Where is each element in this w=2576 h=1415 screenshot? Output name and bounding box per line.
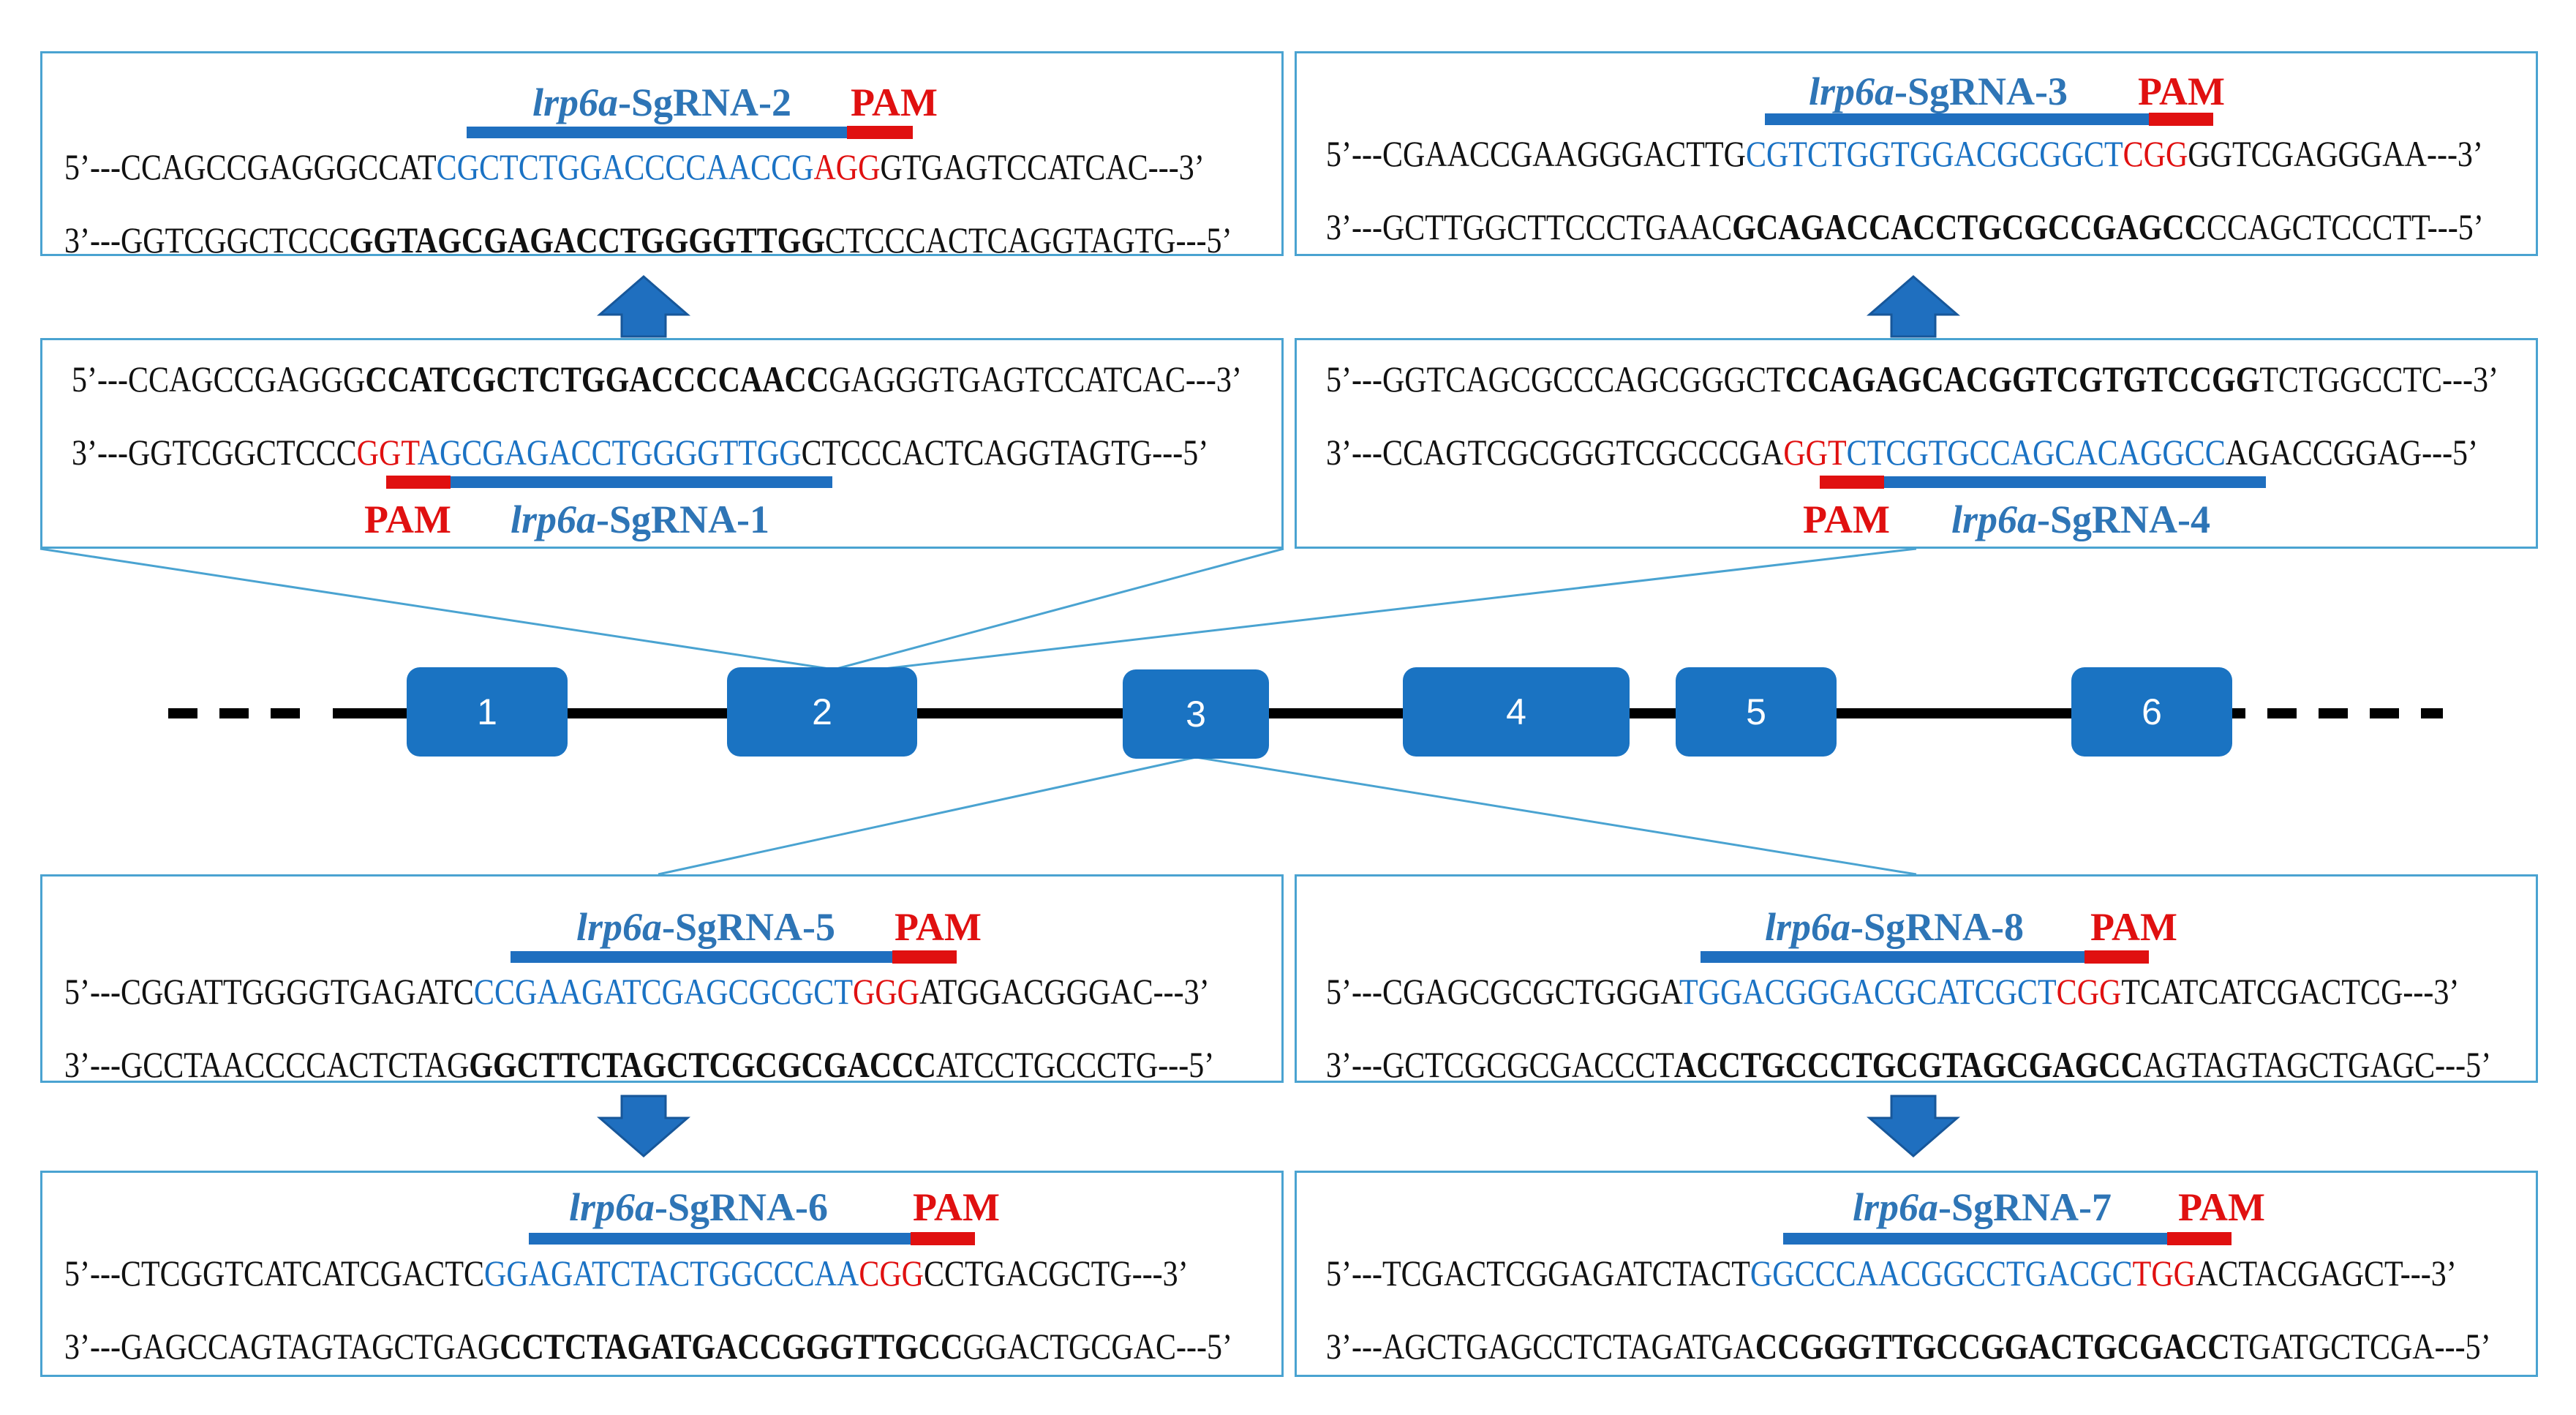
arrow-up-icon: [596, 275, 691, 338]
sequence-top: 5’---CGAGCGCGCTGGGATGGACGGGACGCATCGCTCGG…: [1326, 971, 2460, 1012]
sgrna-3-label: lrp6a-SgRNA-3: [1809, 70, 2068, 113]
panel-sgrna-4: 5’---GGTCAGCGCCCAGCGGGCTCCAGAGCACGGTCGTG…: [1295, 338, 2538, 549]
pam-bar: [2084, 950, 2149, 964]
sequence-bottom: 3’---GGTCGGCTCCCGGTAGCGAGACCTGGGGTTGGCTC…: [64, 219, 1232, 260]
pam-bar: [911, 1232, 975, 1245]
sequence-top: 5’---CCAGCCGAGGGCCATCGCTCTGGACCCCAACCGAG…: [64, 146, 1205, 187]
exon-1: 1: [407, 667, 568, 757]
pam-bar: [386, 476, 451, 489]
guide-bar: [1783, 1233, 2167, 1245]
sgrna-4-label: lrp6a-SgRNA-4: [1951, 498, 2211, 541]
arrow-down-icon: [1866, 1095, 1961, 1157]
sequence-bottom: 3’---AGCTGAGCCTCTAGATGACCGGGTTGCCGGACTGC…: [1326, 1326, 2491, 1367]
sequence-top: 5’---CTCGGTCATCATCGACTCGGAGATCTACTGGCCCA…: [64, 1253, 1189, 1294]
sgrna-8-label: lrp6a-SgRNA-8: [1765, 905, 2025, 949]
panel-sgrna-3: lrp6a-SgRNA-3 PAM 5’---CGAACCGAAGGGACTTG…: [1295, 51, 2538, 256]
sgrna-1-label: lrp6a-SgRNA-1: [511, 498, 770, 541]
sequence-bottom: 3’---GCTTGGCTTCCCTGAACGCAGACCACCTGCGCCGA…: [1326, 206, 2484, 247]
exon-3: 3: [1123, 669, 1269, 759]
sequence-top: 5’---CGAACCGAAGGGACTTGCGTCTGGTGGACGCGGCT…: [1326, 133, 2483, 174]
guide-bar: [1765, 113, 2149, 125]
pam-bar: [892, 950, 957, 964]
exon-4: 4: [1403, 667, 1630, 757]
pam-bar: [2167, 1232, 2232, 1245]
exon-6: 6: [2071, 667, 2232, 757]
sgrna-2-label: lrp6a-SgRNA-2: [532, 80, 792, 124]
pam-label: PAM: [2178, 1185, 2265, 1229]
arrow-down-icon: [596, 1095, 691, 1157]
pam-label: PAM: [913, 1185, 1000, 1229]
guide-bar: [529, 1233, 911, 1245]
sequence-top: 5’---TCGACTCGGAGATCTACTGGCCCAACGGCCTGACG…: [1326, 1253, 2457, 1294]
panel-sgrna-8: lrp6a-SgRNA-8 PAM 5’---CGAGCGCGCTGGGATGG…: [1295, 874, 2538, 1083]
sequence-bottom: 3’---GCTCGCGCGACCCTACCTGCCCTGCGTAGCGAGCC…: [1326, 1044, 2492, 1085]
guide-bar: [1701, 951, 2084, 963]
exon-2: 2: [727, 667, 917, 757]
sgrna-6-label: lrp6a-SgRNA-6: [569, 1185, 829, 1229]
sequence-bottom: 3’---GGTCGGCTCCCGGTAGCGAGACCTGGGGTTGGCTC…: [72, 432, 1209, 473]
sequence-bottom: 3’---GCCTAACCCCACTCTAGGGCTTCTAGCTCGCGCGA…: [64, 1044, 1215, 1085]
panel-sgrna-2: lrp6a-SgRNA-2 PAM 5’---CCAGCCGAGGGCCATCG…: [40, 51, 1284, 260]
sgrna-7-label: lrp6a-SgRNA-7: [1853, 1185, 2112, 1229]
arrow-up-icon: [1866, 275, 1961, 338]
sequence-top: 5’---CCAGCCGAGGGCCATCGCTCTGGACCCCAACCGAG…: [72, 359, 1242, 399]
pam-label: PAM: [2138, 70, 2225, 113]
panel-sgrna-7: lrp6a-SgRNA-7 PAM 5’---TCGACTCGGAGATCTAC…: [1295, 1171, 2538, 1377]
pam-label: PAM: [2090, 905, 2177, 949]
pam-bar: [1820, 476, 1884, 489]
pam-label: PAM: [1803, 498, 1890, 541]
guide-bar: [451, 476, 832, 488]
guide-bar: [511, 951, 892, 963]
sequence-top: 5’---CGGATTGGGGTGAGATCCCGAAGATCGAGCGCGCT…: [64, 971, 1210, 1012]
sequence-top: 5’---GGTCAGCGCCCAGCGGGCTCCAGAGCACGGTCGTG…: [1326, 359, 2498, 399]
pam-bar: [847, 126, 913, 139]
pam-label: PAM: [851, 80, 938, 124]
guide-bar: [1884, 476, 2266, 488]
pam-label: PAM: [364, 498, 451, 541]
panel-sgrna-5: lrp6a-SgRNA-5 PAM 5’---CGGATTGGGGTGAGATC…: [40, 874, 1284, 1083]
sgrna-5-label: lrp6a-SgRNA-5: [576, 905, 836, 949]
sequence-bottom: 3’---CCAGTCGCGGGTCGCCCGAGGTCTCGTGCCAGCAC…: [1326, 432, 2479, 473]
sequence-bottom: 3’---GAGCCAGTAGTAGCTGAGCCTCTAGATGACCGGGT…: [64, 1326, 1232, 1367]
guide-bar: [467, 127, 847, 138]
panel-sgrna-1: 5’---CCAGCCGAGGGCCATCGCTCTGGACCCCAACCGAG…: [40, 338, 1284, 549]
zoom-lines: [39, 547, 1917, 876]
pam-label: PAM: [895, 905, 982, 949]
exon-5: 5: [1676, 667, 1837, 757]
pam-bar: [2149, 113, 2213, 126]
panel-sgrna-6: lrp6a-SgRNA-6 PAM 5’---CTCGGTCATCATCGACT…: [40, 1171, 1284, 1377]
